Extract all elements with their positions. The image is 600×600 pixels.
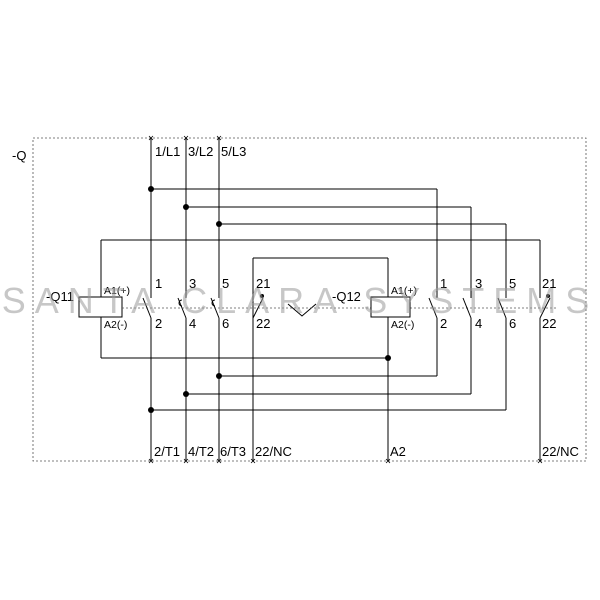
q12-contact-1: 1: [440, 276, 447, 291]
q11-contact-4: 4: [189, 316, 196, 331]
q12-coil: [370, 296, 411, 318]
q12-phase-conductors: [436, 189, 541, 461]
q11-contact-3: 3: [189, 276, 196, 291]
q12-contact-22: 22: [542, 316, 556, 331]
terminal-bottom-nc-q11: 22/NC: [255, 444, 292, 459]
q12-contact-3: 3: [475, 276, 482, 291]
q11-phase-conductors: [150, 138, 254, 461]
q12-contact-4: 4: [475, 316, 482, 331]
q11-contact-1: 1: [155, 276, 162, 291]
terminal-bottom-a2: A2: [390, 444, 406, 459]
terminal-top-l1: 1/L1: [155, 144, 180, 159]
device-label: -Q: [12, 148, 26, 163]
q11-coil-a1: A1(+): [104, 285, 130, 297]
q11-contact-22: 22: [256, 316, 270, 331]
q12-contact-2: 2: [440, 316, 447, 331]
cross-wiring: [148, 186, 506, 413]
q11-label: -Q11: [46, 289, 74, 304]
q12-label: -Q12: [332, 289, 361, 304]
terminal-top-l2: 3/L2: [188, 144, 213, 159]
q11-contact-5: 5: [222, 276, 229, 291]
device-enclosure: [32, 137, 587, 462]
watermark: SANTA CLARA SYSTEMS: [2, 280, 598, 321]
terminal-top-l3: 5/L3: [221, 144, 246, 159]
q11-contact-6: 6: [222, 316, 229, 331]
q11-coil-a2: A2(-): [104, 319, 127, 331]
q11-contact-21: 21: [256, 276, 270, 291]
terminal-bottom-t2: 4/T2: [188, 444, 214, 459]
q11-contact-2: 2: [155, 316, 162, 331]
q12-contact-6: 6: [509, 316, 516, 331]
q12-contact-5: 5: [509, 276, 516, 291]
q12-coil-a2: A2(-): [391, 319, 414, 331]
terminal-bottom-t1: 2/T1: [154, 444, 180, 459]
q11-coil: [78, 239, 540, 359]
q12-contact-blades: [428, 294, 551, 319]
terminal-bottom-t3: 6/T3: [220, 444, 246, 459]
terminal-bottom-nc-q12: 22/NC: [542, 444, 579, 459]
q12-coil-a1: A1(+): [391, 285, 417, 297]
q12-contact-21: 21: [542, 276, 556, 291]
